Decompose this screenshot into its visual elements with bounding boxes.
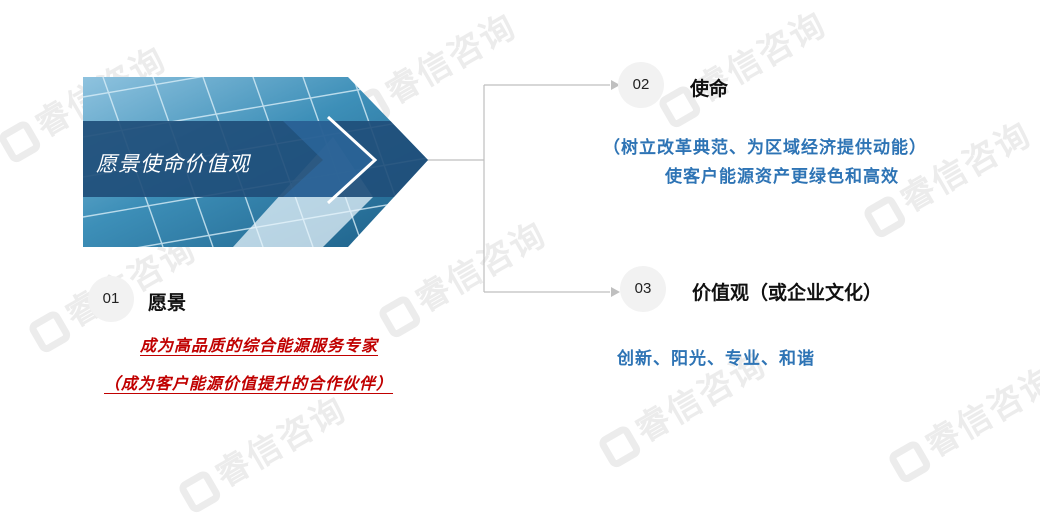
vision-heading: 愿景 bbox=[148, 292, 187, 314]
mission-line-2: 使客户能源资产更绿色和高效 bbox=[665, 167, 899, 187]
banner-title: 愿景使命价值观 bbox=[96, 152, 250, 176]
mission-heading: 使命 bbox=[690, 78, 729, 100]
values-heading: 价值观（或企业文化） bbox=[692, 282, 883, 304]
arrow-right-icon bbox=[611, 287, 620, 297]
values-number-badge: 03 bbox=[620, 266, 666, 312]
arrow-right-icon bbox=[611, 80, 620, 90]
mission-number-badge: 02 bbox=[618, 62, 664, 108]
vision-line-1: 成为高品质的综合能源服务专家 bbox=[140, 336, 379, 355]
banner-arrow bbox=[83, 77, 428, 247]
values-line-1: 创新、阳光、专业、和谐 bbox=[617, 349, 815, 369]
vision-number-badge: 01 bbox=[88, 276, 134, 322]
mission-line-1: （树立改革典范、为区域经济提供动能） bbox=[603, 138, 927, 158]
vision-line-2: （成为客户能源价值提升的合作伙伴） bbox=[104, 374, 394, 393]
connector-lines bbox=[405, 80, 620, 297]
